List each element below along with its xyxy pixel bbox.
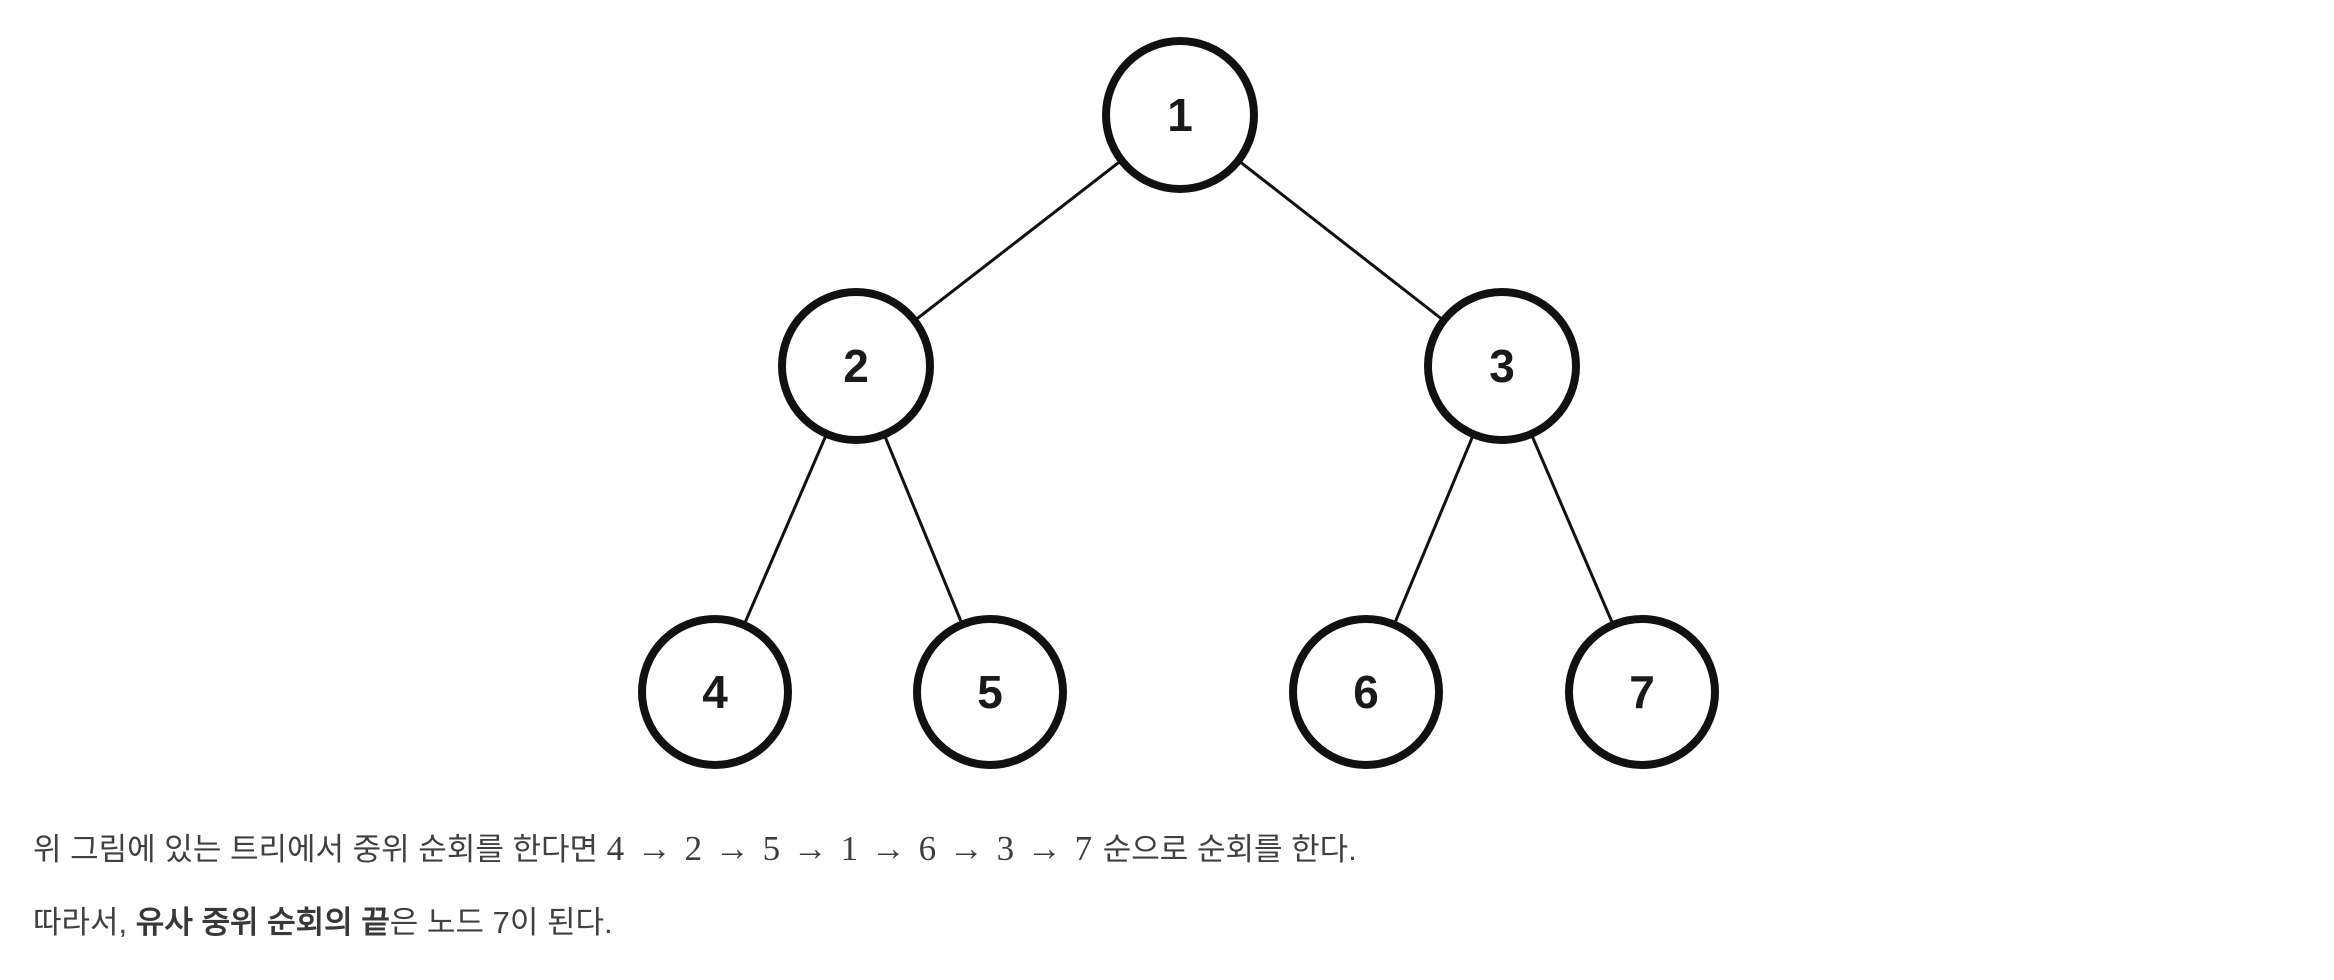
conclusion-bold-term: 유사 중위 순회의 끝 (135, 905, 390, 940)
node-circle (1565, 615, 1719, 769)
node-label: 2 (843, 340, 869, 392)
tree-node-3: 3 (1424, 288, 1580, 444)
node-circle (778, 288, 934, 444)
node-label: 5 (977, 666, 1003, 718)
node-circle (638, 615, 792, 769)
node-circle (1424, 288, 1580, 444)
traversal-sequence: 4 → 2 → 5 → 1 → 6 → 3 → 7 (606, 829, 1095, 868)
node-label: 1 (1167, 89, 1193, 141)
tree-node-6: 6 (1289, 615, 1443, 769)
node-label: 4 (702, 666, 728, 718)
conclusion-text-prefix: 따라서, (33, 905, 136, 940)
tree-node-2: 2 (778, 288, 934, 444)
tree-node-4: 4 (638, 615, 792, 769)
tree-node-1: 1 (1102, 37, 1258, 193)
node-label: 7 (1629, 666, 1655, 718)
tree-node-5: 5 (913, 615, 1067, 769)
conclusion-text-suffix: 은 노드 7이 된다. (389, 905, 613, 940)
inorder-traversal-paragraph: 위 그림에 있는 트리에서 중위 순회를 한다면 4 → 2 → 5 → 1 →… (33, 826, 1357, 872)
node-circle (1289, 615, 1443, 769)
node-label: 6 (1353, 666, 1379, 718)
node-circle (913, 615, 1067, 769)
node-label: 3 (1489, 340, 1515, 392)
traversal-text-prefix: 위 그림에 있는 트리에서 중위 순회를 한다면 (33, 832, 607, 867)
conclusion-paragraph: 따라서, 유사 중위 순회의 끝은 노드 7이 된다. (33, 903, 613, 944)
tree-node-7: 7 (1565, 615, 1719, 769)
traversal-text-suffix: 순으로 순회를 한다. (1094, 832, 1357, 867)
node-circle (1102, 37, 1258, 193)
binary-tree-diagram: 1 2 3 4 5 6 7 (638, 37, 1719, 769)
